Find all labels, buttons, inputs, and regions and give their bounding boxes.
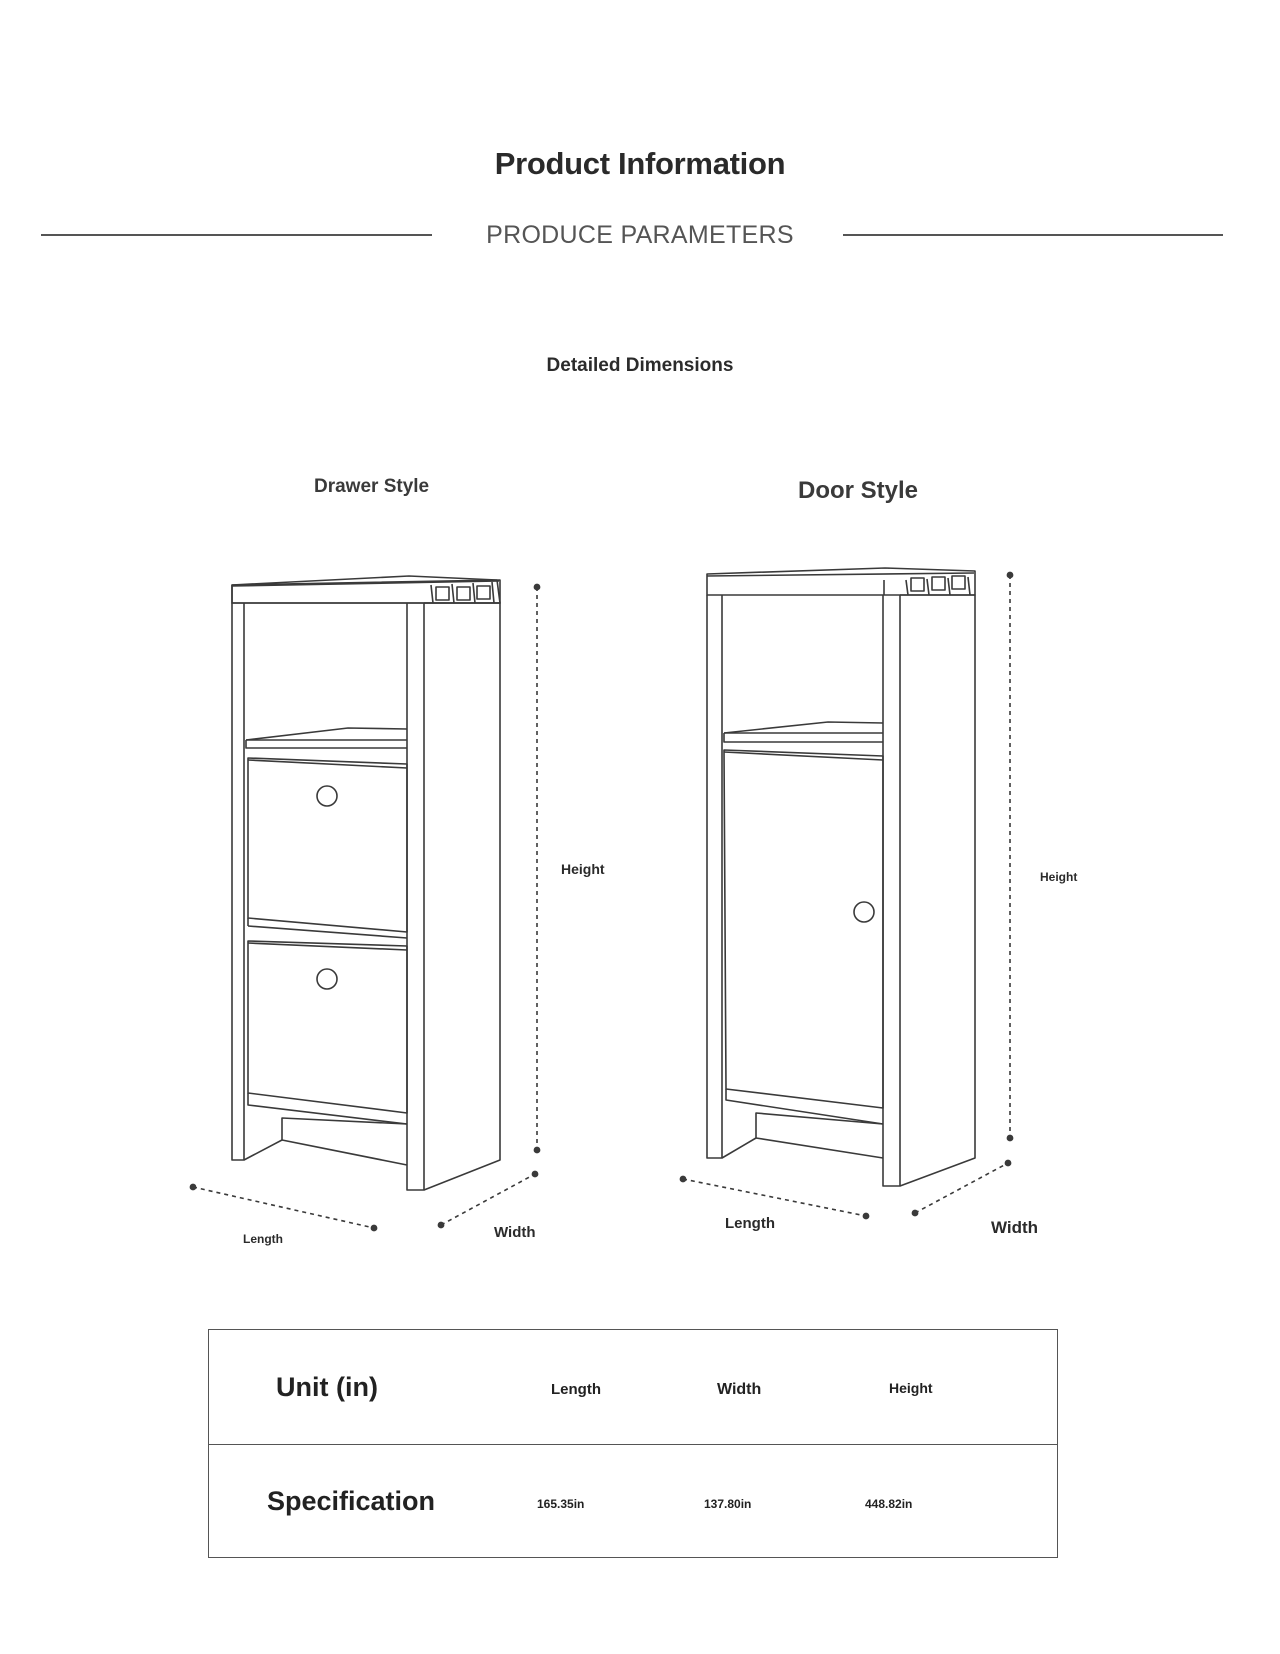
drawer-width-label: Width — [494, 1224, 536, 1241]
specification-label: Specification — [267, 1486, 436, 1516]
cabinet-drawings — [189, 567, 1014, 1232]
unit-label: Unit (in) — [276, 1372, 378, 1402]
header-height: Height — [889, 1380, 933, 1396]
door-length-label: Length — [725, 1215, 775, 1232]
drawer-style-label: Drawer Style — [314, 476, 430, 497]
spec-length-value: 165.35in — [537, 1497, 585, 1511]
spec-height-value: 448.82in — [865, 1497, 913, 1511]
door-cabinet-illustration — [679, 567, 1014, 1220]
door-width-label: Width — [991, 1218, 1039, 1237]
door-style-label: Door Style — [798, 477, 919, 504]
spec-width-value: 137.80in — [704, 1497, 752, 1511]
page-title: Product Information — [494, 146, 786, 181]
drawer-cabinet-illustration — [189, 575, 541, 1232]
section-title: Detailed Dimensions — [546, 355, 734, 376]
spec-table: Unit (in) Length Width Height Specificat… — [208, 1329, 1058, 1558]
page-subtitle: PRODUCE PARAMETERS — [486, 221, 794, 249]
divider-left — [41, 234, 432, 236]
table-row-header: Unit (in) Length Width Height — [209, 1330, 1057, 1444]
drawer-height-label: Height — [561, 861, 605, 877]
header-length: Length — [551, 1381, 601, 1398]
door-height-label: Height — [1040, 870, 1078, 884]
divider-right — [843, 234, 1223, 236]
drawer-length-label: Length — [243, 1232, 283, 1246]
table-row-specification: Specification 165.35in 137.80in 448.82in — [209, 1444, 1057, 1559]
header-width: Width — [717, 1381, 762, 1398]
